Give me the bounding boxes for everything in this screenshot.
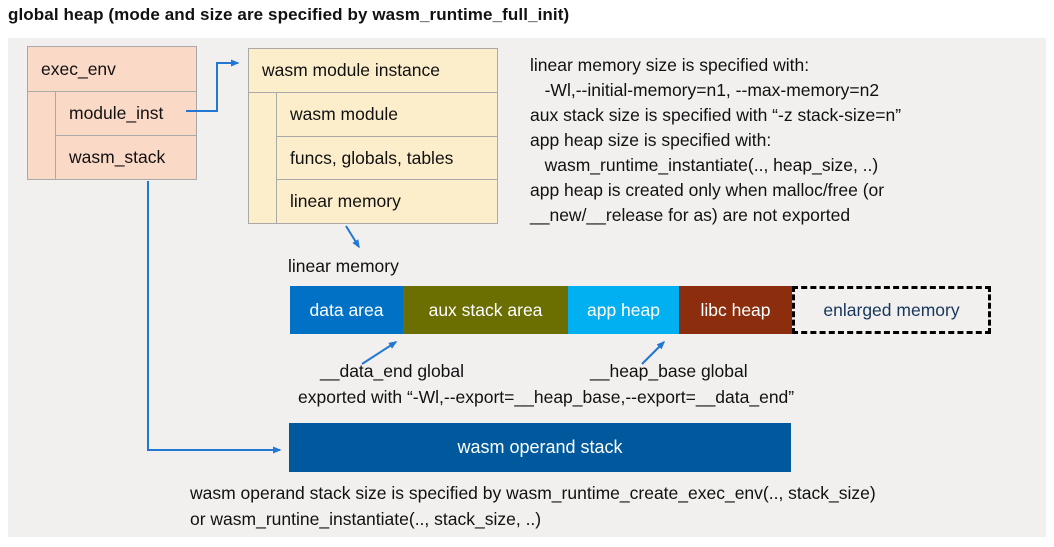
segment-app-heap: app heap (568, 286, 679, 334)
notes-bottom: wasm operand stack size is specified by … (190, 480, 1040, 532)
wasm-module-instance-box: wasm module instance wasm module funcs, … (248, 48, 498, 224)
note-line: app heap size is specified with: (530, 130, 772, 150)
note-line: aux stack size is specified with “-z sta… (530, 105, 902, 125)
note-line: linear memory size is specified with: (530, 55, 810, 75)
linear-memory-bar: data area aux stack area app heap libc h… (290, 286, 991, 334)
note-line: app heap is created only when malloc/fre… (530, 180, 885, 200)
module-instance-indent (249, 93, 276, 223)
module-instance-field-funcs-globals-tables: funcs, globals, tables (277, 135, 497, 180)
data-end-annotation: __data_end global (320, 361, 465, 381)
note-line: __new/__release for as) are not exported (530, 205, 851, 225)
wasm-module-instance-header: wasm module instance (249, 49, 497, 93)
segment-data-area: data area (290, 286, 403, 334)
note-line: -Wl,--initial-memory=n1, --max-memory=n2 (530, 80, 880, 100)
wasm-operand-stack-bar: wasm operand stack (289, 423, 791, 472)
module-instance-field-wasm-module: wasm module (290, 103, 398, 124)
page-title: global heap (mode and size are specified… (8, 5, 570, 24)
exec-env-box: exec_env module_inst wasm_stack (27, 46, 197, 180)
note-line: or wasm_runtine_instantiate(.., stack_si… (190, 509, 542, 529)
exec-env-field-wasm-stack: wasm_stack (56, 135, 196, 179)
notes-right: linear memory size is specified with: -W… (530, 53, 1042, 228)
segment-libc-heap: libc heap (679, 286, 792, 334)
segment-aux-stack-area: aux stack area (403, 286, 568, 334)
exec-env-header: exec_env (28, 47, 196, 92)
exported-annotation: exported with “-Wl,--export=__heap_base,… (298, 387, 795, 407)
heap-base-annotation: __heap_base global (590, 361, 748, 381)
exec-env-indent (28, 92, 55, 179)
module-instance-field-linear-memory: linear memory (277, 179, 497, 223)
note-line: wasm operand stack size is specified by … (190, 483, 876, 503)
segment-enlarged-memory: enlarged memory (792, 286, 991, 334)
exec-env-field-module-inst: module_inst (69, 103, 164, 123)
note-line: wasm_runtime_instantiate(.., heap_size, … (530, 155, 879, 175)
linear-memory-label: linear memory (288, 256, 399, 276)
